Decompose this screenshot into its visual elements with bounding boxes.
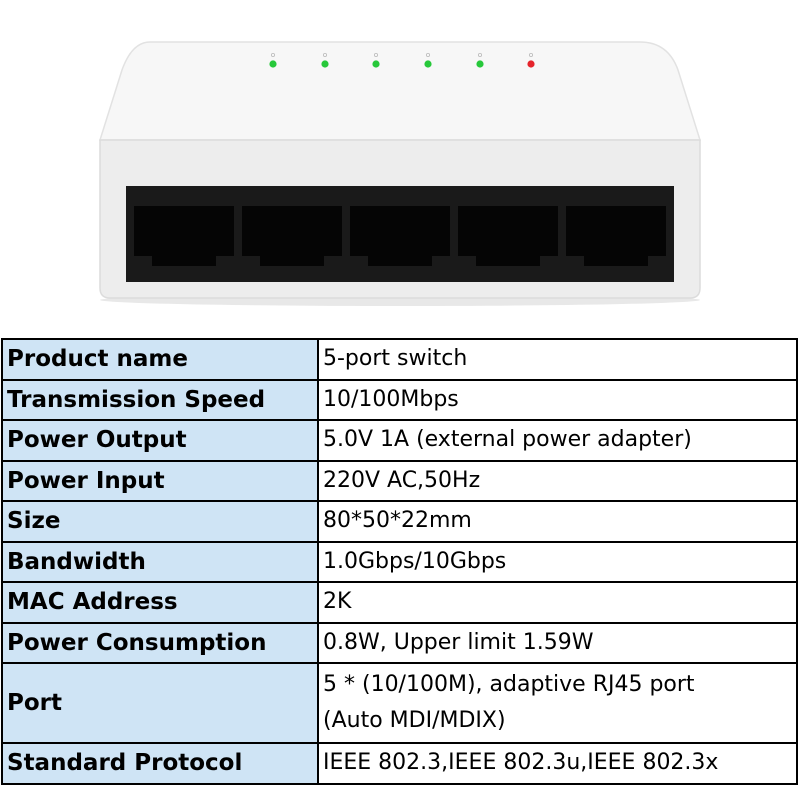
led-marking-icon <box>529 53 534 58</box>
spec-value: 5-port switch <box>317 338 798 381</box>
port-led-icon <box>269 60 277 68</box>
port-led-icon <box>476 60 484 68</box>
spec-value: 10/100Mbps <box>317 378 798 421</box>
rj45-port-icon <box>242 206 342 266</box>
spec-value-line: (Auto MDI/MDIX) <box>323 708 506 733</box>
spec-label: Size <box>1 500 319 543</box>
rj45-port-icon <box>350 206 450 266</box>
led-marking-icon <box>270 53 275 58</box>
power-led-icon <box>527 60 535 68</box>
spec-label: MAC Address <box>1 581 319 624</box>
spec-label: Product name <box>1 338 319 381</box>
spec-label: Port <box>1 662 319 744</box>
spec-value: IEEE 802.3,IEEE 802.3u,IEEE 802.3x <box>317 742 798 785</box>
spec-value: 0.8W, Upper limit 1.59W <box>317 621 798 664</box>
rj45-port-icon <box>134 206 234 266</box>
spec-value-line: 5 * (10/100M), adaptive RJ45 port <box>323 672 695 697</box>
spec-value: 2K <box>317 581 798 624</box>
spec-value: 5 * (10/100M), adaptive RJ45 port (Auto M… <box>317 662 798 744</box>
spec-label: Power Input <box>1 459 319 502</box>
rj45-port-icon <box>458 206 558 266</box>
port-led-icon <box>321 60 329 68</box>
port-led-icon <box>372 60 380 68</box>
led-marking-icon <box>322 53 327 58</box>
spec-value: 1.0Gbps/10Gbps <box>317 540 798 583</box>
spec-value: 220V AC,50Hz <box>317 459 798 502</box>
spec-value: 5.0V 1A (external power adapter) <box>317 419 798 462</box>
spec-label: Standard Protocol <box>1 742 319 785</box>
spec-label: Power Output <box>1 419 319 462</box>
spec-label: Power Consumption <box>1 621 319 664</box>
network-switch-image <box>98 41 702 306</box>
led-marking-icon <box>477 53 482 58</box>
led-marking-icon <box>373 53 378 58</box>
rj45-port-icon <box>566 206 666 266</box>
port-led-icon <box>424 60 432 68</box>
spec-label: Transmission Speed <box>1 378 319 421</box>
spec-label: Bandwidth <box>1 540 319 583</box>
spec-value: 80*50*22mm <box>317 500 798 543</box>
led-marking-icon <box>425 53 430 58</box>
